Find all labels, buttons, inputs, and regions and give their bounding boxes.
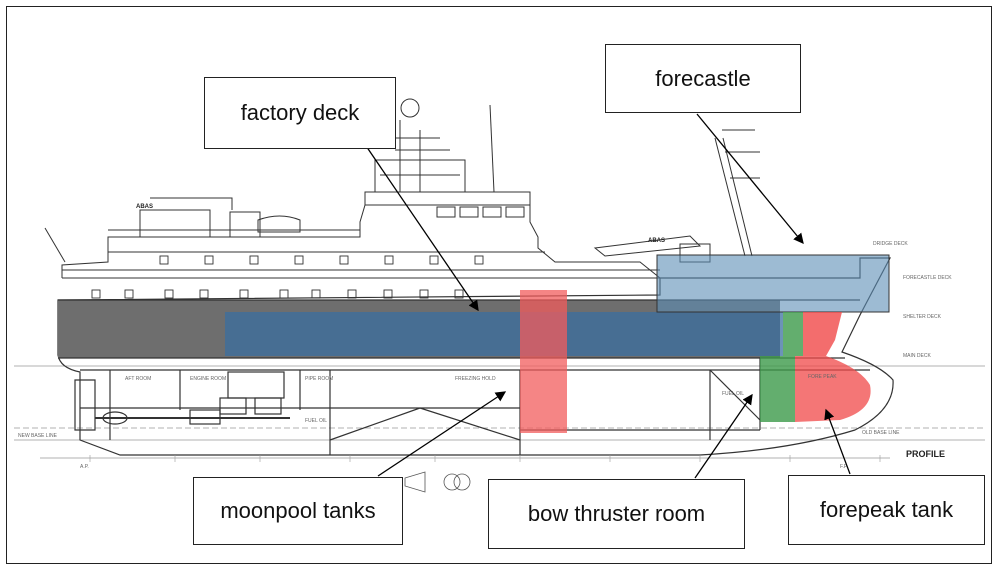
- forepeak-tank-arrow: [824, 408, 851, 475]
- forecastle-deck-label: FORECASTLE DECK: [903, 275, 952, 281]
- main-deck-label: MAIN DECK: [903, 353, 931, 359]
- engine-room-label: ENGINE ROOM: [190, 376, 226, 382]
- portholes: [91, 255, 484, 299]
- profile-title: PROFILE: [906, 449, 945, 459]
- forecastle-arrow: [696, 113, 804, 245]
- forepeak-tank-callout: forepeak tank: [788, 475, 985, 545]
- bow-thruster-room-callout: bow thruster room: [488, 479, 745, 549]
- abas-label-1: ABAS: [136, 204, 153, 210]
- fuel-oil-label: FUEL OIL: [722, 391, 744, 397]
- leader-arrows: [361, 113, 851, 479]
- factory-deck-label: factory deck: [240, 100, 360, 125]
- bow-thruster-room-region: [760, 356, 795, 422]
- shelter-deck-label: SHELTER DECK: [903, 314, 942, 320]
- frame-ticks: [89, 455, 881, 462]
- bow-thruster-room-region-upper: [783, 312, 803, 356]
- fuel-oil-label-2: FUEL OIL: [305, 418, 327, 424]
- bow-thruster-room-label: bow thruster room: [527, 501, 706, 526]
- fish-hold-label: FREEZING HOLD: [455, 376, 496, 382]
- forepeak-tank-label: forepeak tank: [819, 497, 954, 522]
- factory-deck-callout: factory deck: [204, 77, 396, 149]
- moonpool-tanks-callout: moonpool tanks: [193, 477, 403, 545]
- forepeak-label: FORE PEAK: [808, 374, 837, 380]
- forecastle-callout: forecastle: [605, 44, 801, 113]
- forecastle-region: [656, 254, 890, 313]
- drawing-labels: ABAS ABAS DRIDGE DECK FORECASTLE DECK SH…: [18, 204, 952, 470]
- aft-perp-label: A.P.: [80, 464, 89, 470]
- moonpool-tanks-region: [520, 290, 567, 433]
- forecastle-label: forecastle: [655, 65, 751, 91]
- factory-deck-arrow: [361, 139, 479, 312]
- forepeak-tank-region: [795, 356, 871, 422]
- pipe-room-label: PIPE ROOM: [305, 376, 333, 382]
- bow-thruster-room-arrow: [694, 393, 753, 479]
- dridge-deck-label: DRIDGE DECK: [873, 241, 908, 247]
- moonpool-tanks-arrow: [377, 391, 507, 477]
- factory-deck-region: [225, 312, 783, 356]
- forepeak-tank-region-upper: [803, 312, 842, 356]
- highlight-regions: [225, 254, 890, 433]
- old-base-line-label: OLD BASE LINE: [862, 430, 900, 436]
- superstructure: [44, 98, 760, 279]
- projection-symbol: [404, 471, 471, 493]
- base-line-label: NEW BASE LINE: [18, 433, 58, 439]
- moonpool-tanks-label: moonpool tanks: [220, 498, 376, 523]
- f-perp-label: F.P.: [840, 464, 848, 470]
- aft-room-label: AFT ROOM: [125, 376, 151, 382]
- abas-label-2: ABAS: [648, 238, 665, 244]
